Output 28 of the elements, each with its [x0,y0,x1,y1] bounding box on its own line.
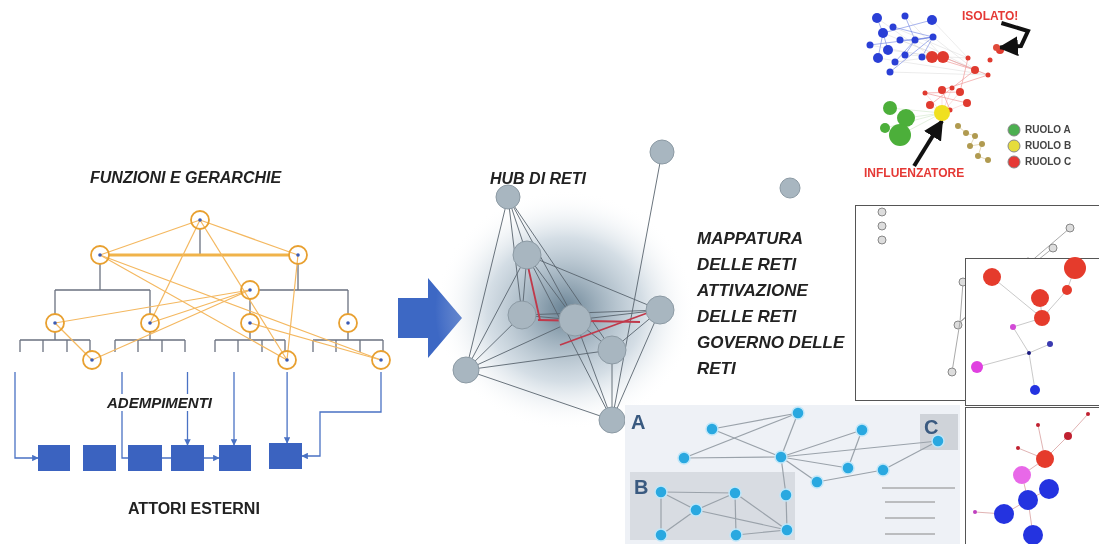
actor-box [269,443,302,469]
actor-box [219,445,251,471]
callout-text: ISOLATO! [962,9,1019,23]
leader-arrow [912,119,944,168]
actor-box [38,445,70,471]
network-node [993,44,1000,51]
leader-arrow [230,371,238,446]
actor-box [83,445,116,471]
network-node [934,105,950,121]
actor-box [171,445,204,471]
legend-label: RUOLO C [1025,156,1072,167]
section-heading: ADEMPIMENTI [105,394,214,411]
panel-letter: C [924,416,939,439]
leader-arrow [14,371,39,462]
leader-arrow [301,371,382,460]
section-heading: HUB DI RETI [490,170,586,188]
panel-letter: B [634,476,649,499]
callout-text: INFLUENZATORE [864,166,965,180]
leader-arrow [283,371,291,444]
heading-list: MAPPATURA DELLE RETI ATTIVAZIONE DELLE RETI GOVERNO DELLE RETI [697,226,852,382]
leader-arrow [998,21,1031,57]
legend-label: RUOLO A [1025,124,1071,135]
org-chart-drawing [19,210,391,370]
panel-letter: A [631,411,646,434]
section-heading: FUNZIONI E GERARCHIE [90,169,282,187]
legend-label: RUOLO B [1025,140,1072,151]
section-heading: ATTORI ESTERNI [128,500,260,518]
actor-box [128,445,162,471]
